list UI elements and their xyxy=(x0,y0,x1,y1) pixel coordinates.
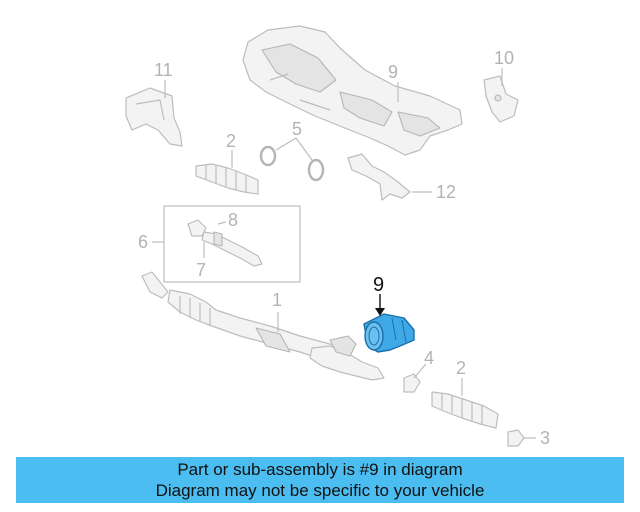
part-2-upper-boot xyxy=(195,163,259,195)
part-1-steering-rack xyxy=(141,271,385,381)
part-5-o-rings xyxy=(259,145,325,182)
leader-8 xyxy=(217,221,227,225)
callout-2a: 2 xyxy=(226,131,236,151)
callout-3: 3 xyxy=(540,428,550,448)
arrowhead-9 xyxy=(375,308,385,316)
callout-5: 5 xyxy=(292,119,302,139)
part-11-bracket xyxy=(483,75,519,123)
banner-line-1: Part or sub-assembly is #9 in diagram xyxy=(177,460,463,479)
callout-8: 8 xyxy=(228,210,238,230)
callout-12: 11 xyxy=(154,60,173,80)
leader-5 xyxy=(275,137,313,161)
callout-4: 4 xyxy=(424,348,434,368)
info-banner: Part or sub-assembly is #9 in diagram Di… xyxy=(16,457,624,503)
part-9-highlighted-boot xyxy=(363,313,415,353)
group-6-frame xyxy=(163,205,301,283)
callout-1: 1 xyxy=(272,290,282,310)
part-10-crossmember xyxy=(242,25,463,156)
part-4-clamp xyxy=(403,373,421,393)
leader-4 xyxy=(413,363,427,379)
part-3-nut xyxy=(507,429,525,447)
part-13-bracket xyxy=(347,153,411,201)
callout-10: 9 xyxy=(388,62,398,82)
callout-13: 12 xyxy=(436,182,456,202)
part-12-shield xyxy=(125,87,183,147)
part-2-lower-boot xyxy=(431,391,499,429)
part-7-8-tie-rod-end xyxy=(187,219,263,267)
callout-9: 9 xyxy=(373,274,384,296)
callout-6: 6 xyxy=(138,232,148,252)
callout-11: 10 xyxy=(494,48,514,68)
callout-7: 7 xyxy=(196,260,206,280)
banner-line-2: Diagram may not be specific to your vehi… xyxy=(155,481,485,500)
callout-2b: 2 xyxy=(456,358,466,378)
